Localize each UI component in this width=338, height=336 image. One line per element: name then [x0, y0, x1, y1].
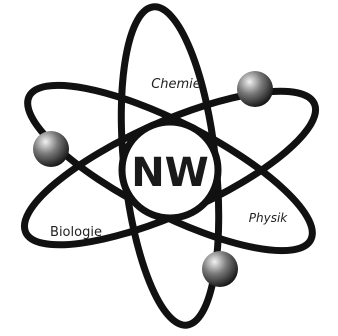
electron-top-right — [237, 71, 273, 107]
electron-bottom — [202, 251, 238, 287]
label-chemie: Chemie — [151, 77, 201, 92]
electron-left — [33, 131, 69, 167]
center-label: NW — [131, 150, 209, 196]
label-biologie: Biologie — [50, 225, 102, 240]
label-physik: Physik — [249, 211, 289, 225]
